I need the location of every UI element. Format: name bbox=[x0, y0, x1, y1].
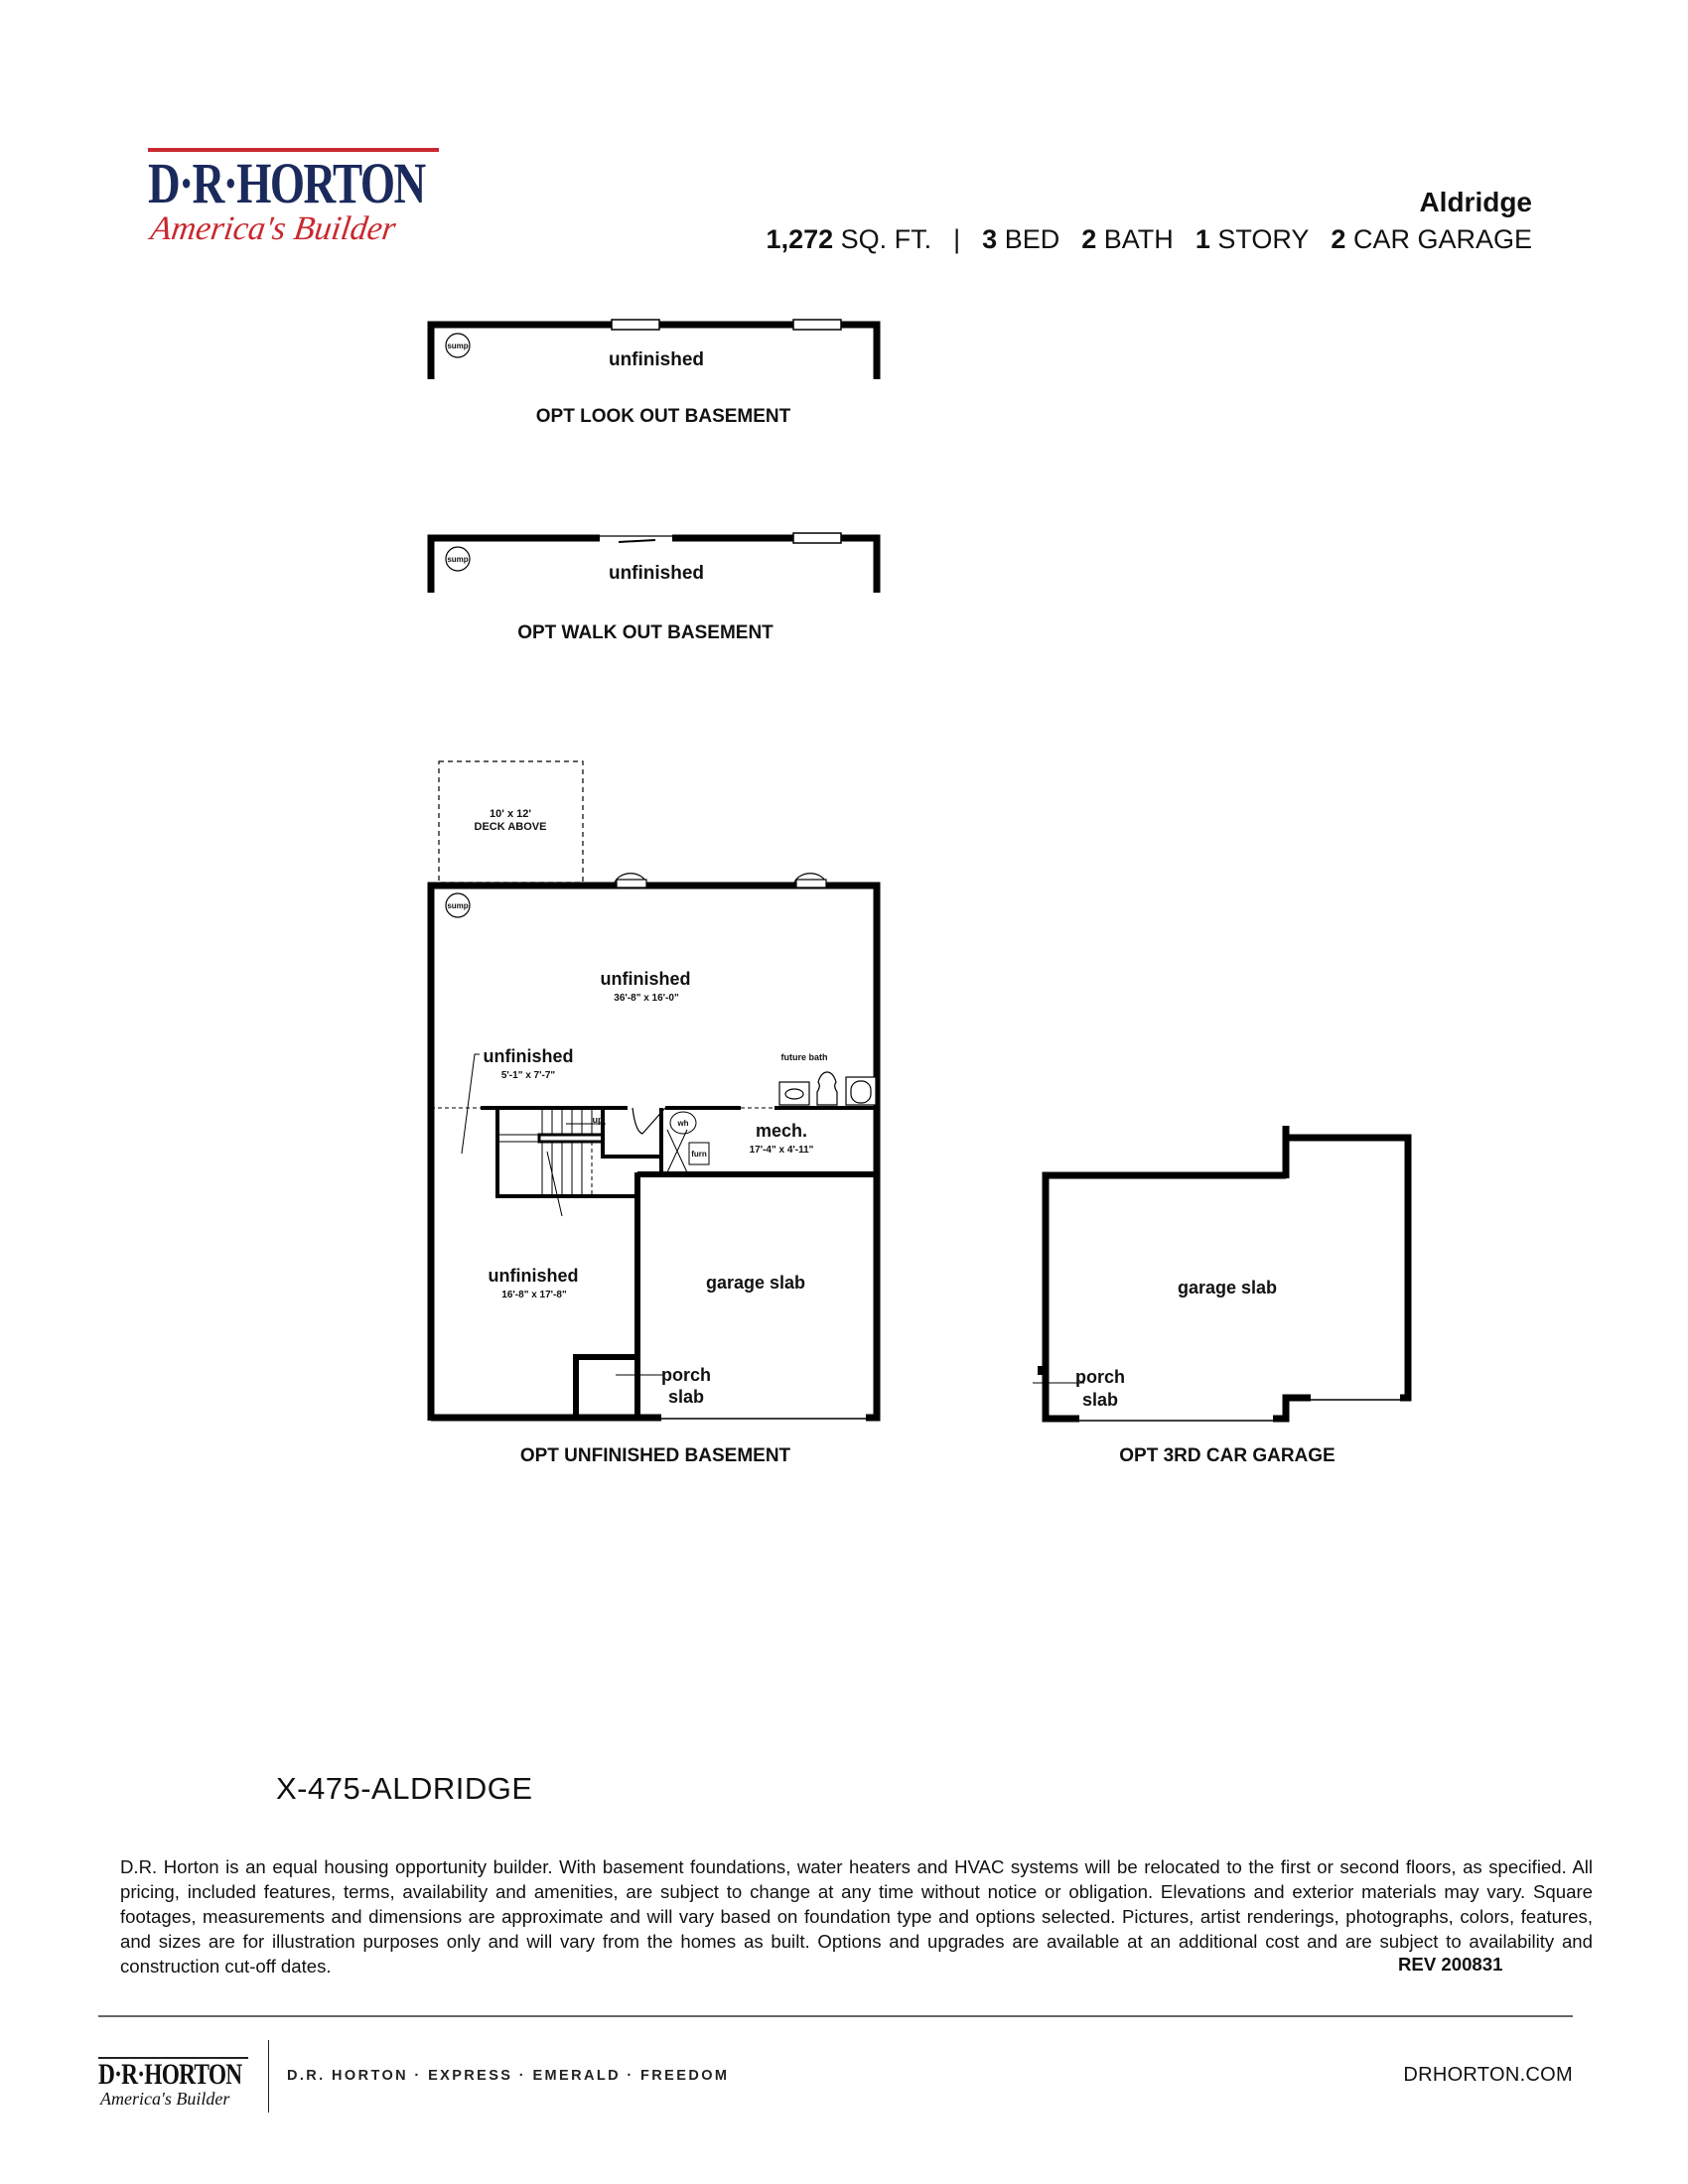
unfinished-basement-plan: 10' x 12' DECK ABOVE bbox=[427, 760, 881, 1466]
garage-slab-label: garage slab bbox=[706, 1273, 805, 1293]
story-value: 1 bbox=[1195, 224, 1210, 254]
sump-label: sump bbox=[447, 901, 468, 910]
future-bath-label: future bath bbox=[781, 1052, 828, 1062]
stairs bbox=[499, 1110, 606, 1217]
wh-label: wh bbox=[676, 1119, 688, 1128]
window bbox=[792, 319, 842, 331]
website-link[interactable]: DRHORTON.COM bbox=[1403, 2064, 1573, 2086]
room-label: unfinished bbox=[609, 349, 704, 370]
disclaimer: D.R. Horton is an equal housing opportun… bbox=[120, 1856, 1593, 1977]
mech-label: mech. bbox=[756, 1121, 807, 1141]
future-bath-fixtures bbox=[778, 1071, 877, 1106]
furn-label: furn bbox=[691, 1150, 707, 1159]
bed-value: 3 bbox=[982, 224, 998, 254]
sump-label: sump bbox=[447, 341, 468, 350]
footer-divider bbox=[98, 2015, 1573, 2017]
plan-caption: OPT UNFINISHED BASEMENT bbox=[520, 1445, 791, 1466]
lower-room-label: unfinished bbox=[489, 1266, 579, 1286]
slab-label: slab bbox=[1082, 1390, 1118, 1410]
porch-label: porch bbox=[661, 1365, 711, 1385]
window bbox=[611, 319, 660, 331]
sliding-door bbox=[618, 539, 656, 543]
story-label: STORY bbox=[1217, 224, 1310, 254]
deck-label: DECK ABOVE bbox=[475, 821, 547, 833]
revision: REV 200831 bbox=[1398, 1954, 1503, 1975]
side-room-label: unfinished bbox=[484, 1046, 574, 1066]
third-car-garage-plan: garage slab porch slab OPT 3RD CAR GARAG… bbox=[1033, 1126, 1412, 1466]
garage-value: 2 bbox=[1331, 224, 1346, 254]
deck-outline bbox=[438, 760, 584, 884]
lower-room-dims: 16'-8" x 17'-8" bbox=[501, 1290, 567, 1300]
garage-slab-label: garage slab bbox=[1178, 1278, 1277, 1297]
bath-label: BATH bbox=[1103, 224, 1174, 254]
footer-logo-tagline: America's Builder bbox=[100, 2089, 230, 2109]
footer-vertical-divider bbox=[268, 2040, 269, 2113]
bed-label: BED bbox=[1004, 224, 1060, 254]
garage-label: CAR GARAGE bbox=[1352, 224, 1532, 254]
logo-rule bbox=[148, 148, 439, 152]
sump-icon bbox=[445, 892, 471, 918]
slab-label: slab bbox=[668, 1387, 704, 1407]
sump-label: sump bbox=[447, 555, 468, 564]
sump-icon bbox=[445, 546, 471, 572]
sqft-value: 1,272 bbox=[766, 224, 834, 254]
stairs-up-label: up bbox=[593, 1115, 604, 1125]
footer-logo: D·R·HORTON bbox=[98, 2058, 242, 2091]
plan-caption: OPT LOOK OUT BASEMENT bbox=[536, 406, 791, 427]
side-room-dims: 5'-1" x 7'-7" bbox=[501, 1070, 556, 1081]
mech-dims: 17'-4" x 4'-11" bbox=[750, 1145, 814, 1156]
window bbox=[792, 532, 842, 544]
sump-icon bbox=[445, 333, 471, 358]
bath-value: 2 bbox=[1081, 224, 1097, 254]
lookout-basement-plan: sump unfinished OPT LOOK OUT BASEMENT bbox=[427, 319, 881, 427]
sqft-unit: SQ. FT. bbox=[840, 224, 932, 254]
plan-caption: OPT 3RD CAR GARAGE bbox=[1119, 1445, 1335, 1466]
plan-caption: OPT WALK OUT BASEMENT bbox=[517, 622, 774, 643]
plan-specs: 1,272 SQ. FT. | 3 BED 2 BATH 1 STORY 2 CAR GA… bbox=[767, 224, 1532, 255]
spec-separator: | bbox=[953, 224, 961, 254]
main-room-label: unfinished bbox=[601, 969, 691, 989]
room-label: unfinished bbox=[609, 563, 704, 584]
plan-code: X-475-ALDRIDGE bbox=[276, 1771, 533, 1806]
walkout-basement-plan: sump unfinished OPT WALK OUT BASEMENT bbox=[427, 532, 881, 643]
footer-logo-rule bbox=[98, 2057, 248, 2059]
porch-label: porch bbox=[1075, 1367, 1125, 1387]
deck-size: 10' x 12' bbox=[490, 808, 531, 820]
footer-brands: D.R. HORTON · EXPRESS · EMERALD · FREEDO… bbox=[287, 2068, 730, 2084]
plan-name: Aldridge bbox=[1419, 187, 1532, 217]
water-heater-furnace bbox=[666, 1111, 710, 1173]
main-room-dims: 36'-8" x 16'-0" bbox=[614, 993, 679, 1004]
